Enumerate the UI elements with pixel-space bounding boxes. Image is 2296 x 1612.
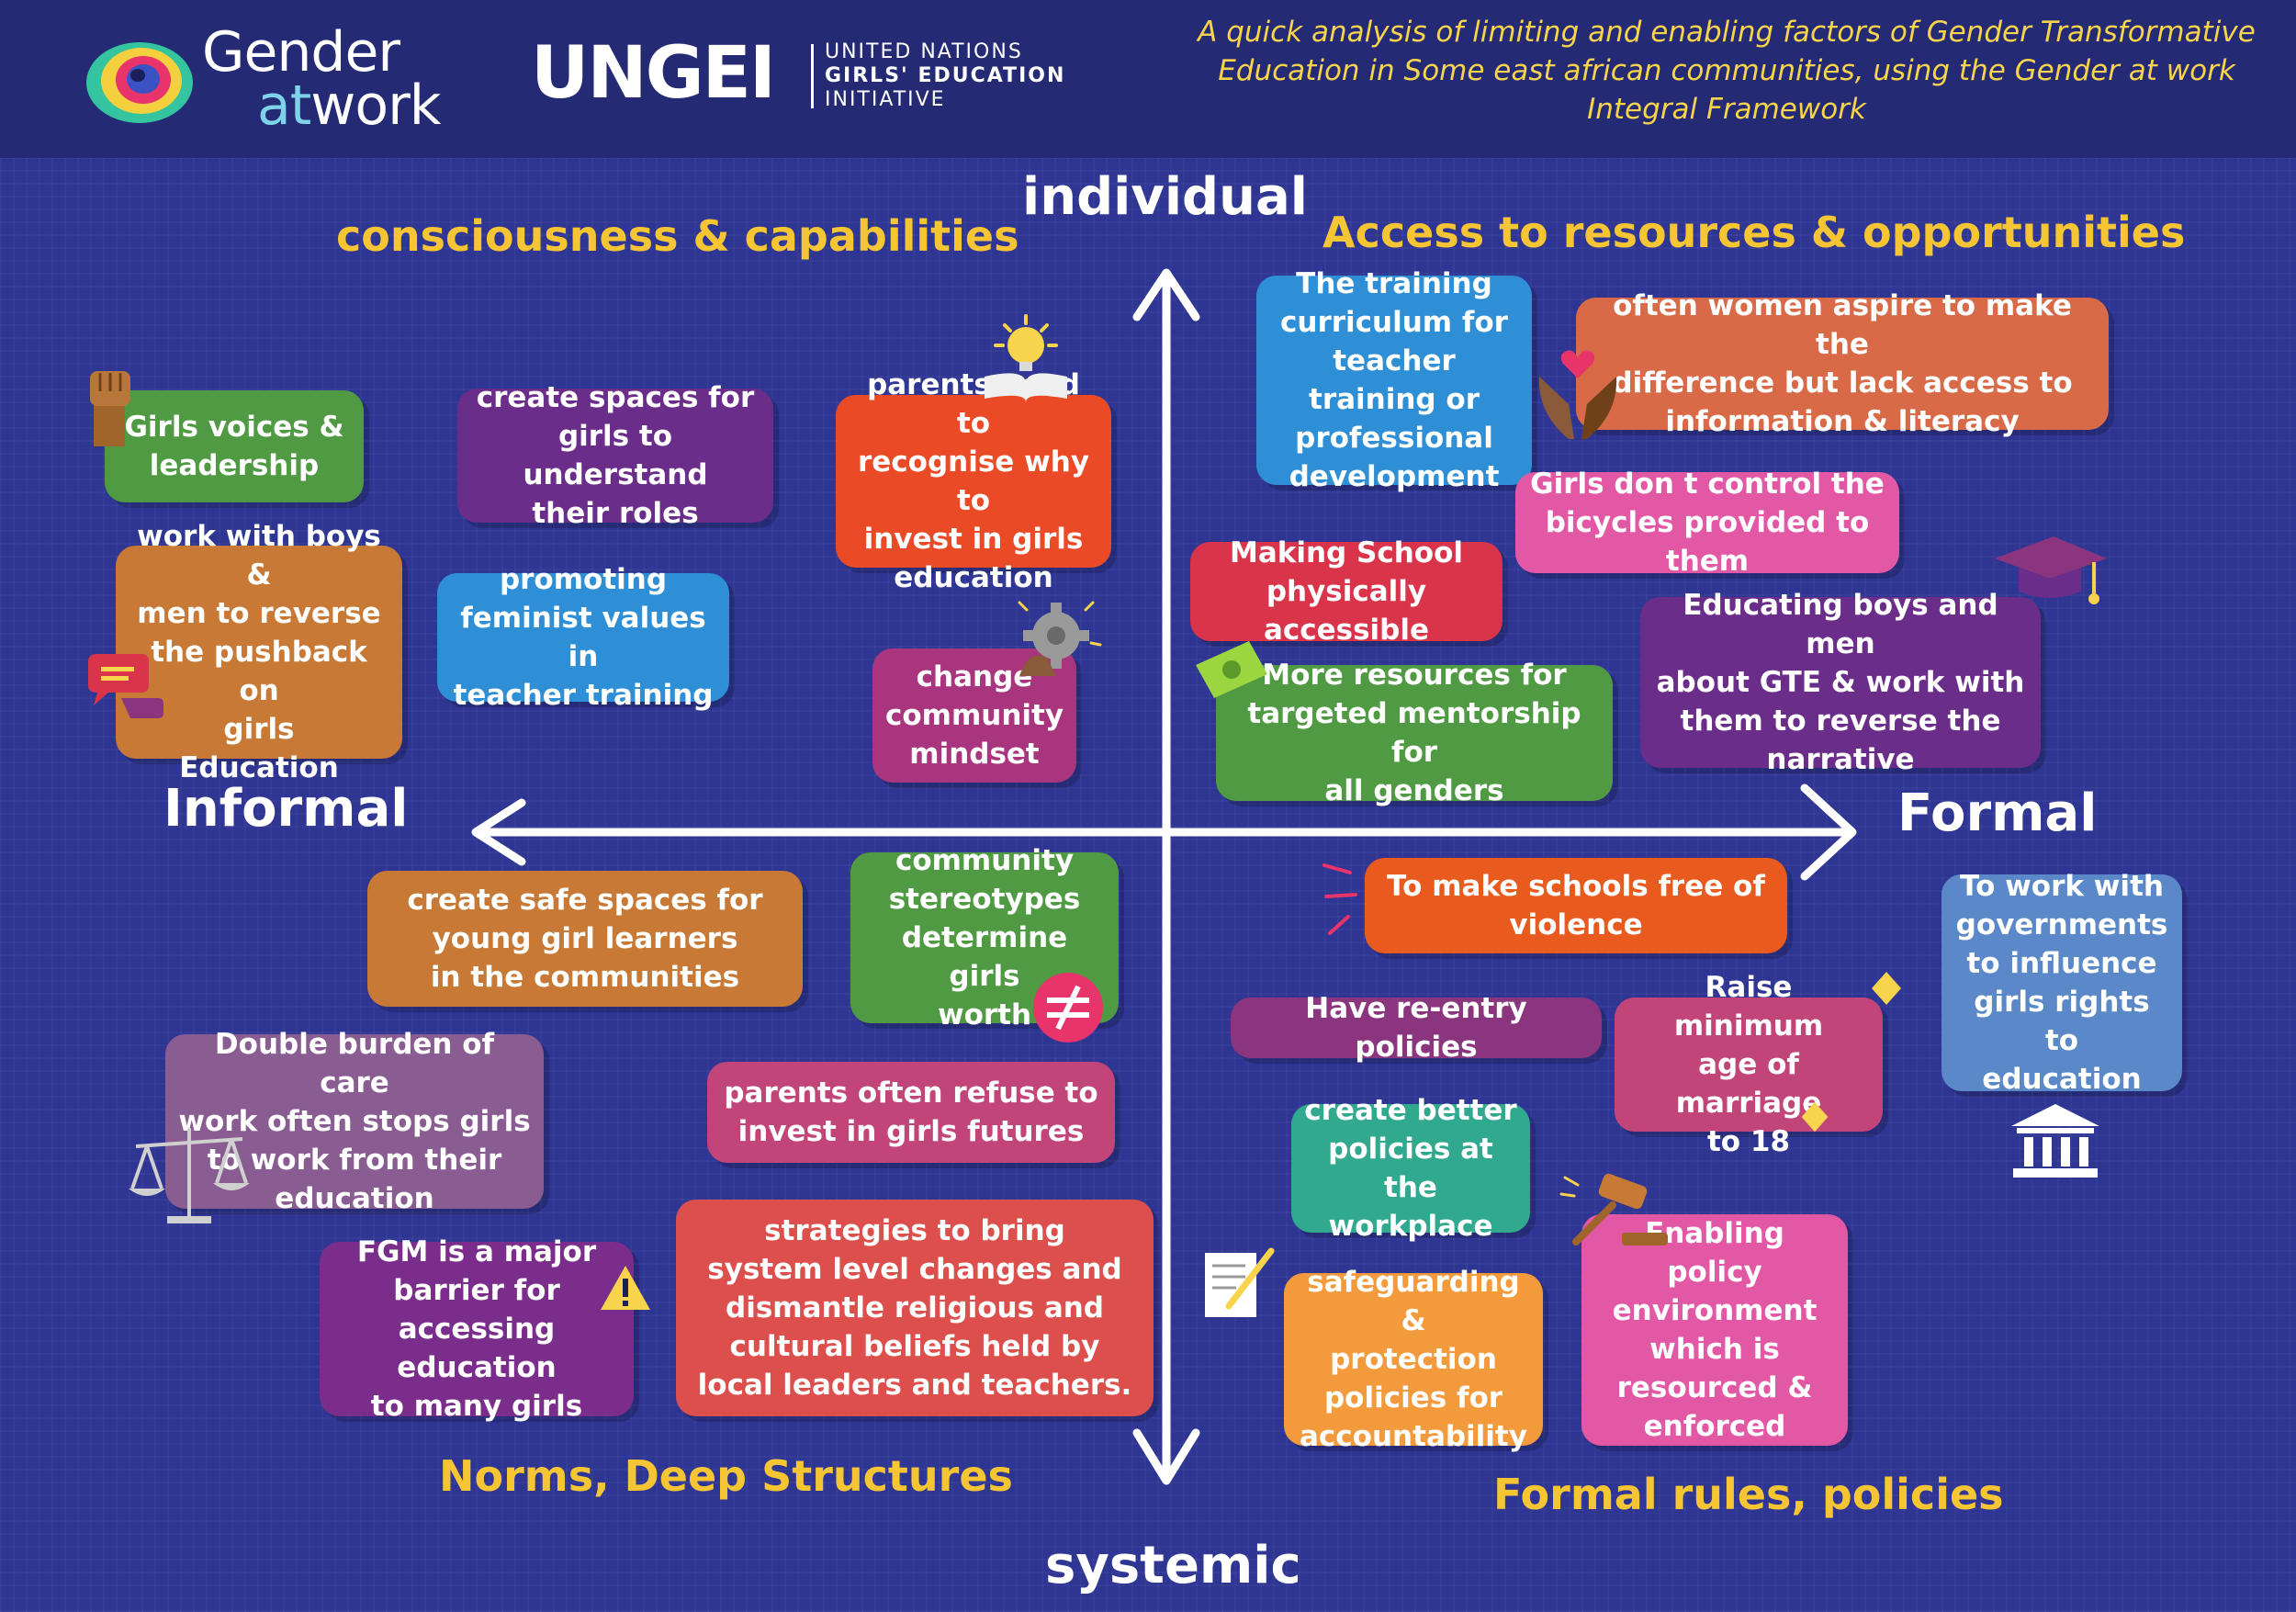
note-promoting-feminist: promoting feminist values in teacher tra… [437,563,729,712]
raised-fist-icon [90,371,130,446]
note-marriage-age: Raise minimum age of marriage to 18 [1615,971,1883,1158]
ungei-line-2: GIRLS' EDUCATION [825,64,1066,87]
gender-at-work-wordmark: Gender atwork [202,25,442,133]
ungei-wordmark: UNGEI [531,32,776,115]
note-workplace: create better policies at the workplace [1291,1094,1530,1243]
ungei-subtitle: UNITED NATIONS GIRLS' EDUCATION INITIATI… [825,40,1065,112]
quadrant-title-formal-rules: Formal rules, policies [1493,1470,2004,1519]
gavel-icon [1559,1173,1668,1246]
note-reentry: Have re-entry policies [1231,992,1602,1064]
note-educating-boys: Educating boys and men about GTE & work … [1640,589,2041,776]
logo-gender-text: Gender [202,20,400,85]
quadrant-title-access: Access to resources & opportunities [1322,208,2186,257]
government-building-icon [2011,1104,2099,1178]
ungei-logo: UNGEI UNITED NATIONS GIRLS' EDUCATION IN… [531,35,1082,118]
axis-label-individual: individual [1022,167,1308,227]
vertical-axis-arrow-top [1132,268,1200,321]
lightbulb-book-icon [985,314,1067,402]
diamond-sparkle-icon [1801,1101,1829,1133]
note-enabling-policy: Enabling policy environment which is res… [1581,1214,1848,1446]
axis-label-informal: Informal [163,779,409,839]
note-strategies: strategies to bring system level changes… [676,1200,1154,1416]
header-bar: Gender atwork UNGEI UNITED NATIONS GIRLS… [0,0,2296,158]
diamond-sparkle-icon [1872,972,1901,1005]
graduation-cap-icon [1995,536,2107,604]
note-parents-refuse: parents often refuse to invest in girls … [707,1062,1115,1163]
not-equal-icon [1033,973,1103,1043]
gear-hand-icon [1018,601,1102,676]
vertical-axis-arrow-bottom [1132,1428,1200,1485]
note-double-burden: Double burden of care work often stops g… [165,1028,544,1215]
speech-bubbles-icon [88,654,163,718]
note-school-accessible: Making School physically accessible [1190,536,1503,647]
scales-of-justice-icon [129,1128,250,1223]
note-training-curriculum: The training curriculum for teacher trai… [1256,267,1532,493]
note-fgm: FGM is a major barrier for accessing edu… [320,1235,634,1423]
gender-at-work-logo: Gender atwork [84,20,489,133]
note-violence-free: To make schools free of violence [1365,858,1787,953]
axis-label-formal: Formal [1897,783,2098,843]
note-bicycles: Girls don t control the bicycles provide… [1515,468,1899,578]
hands-heart-icon [1538,350,1617,439]
quadrant-title-norms: Norms, Deep Structures [439,1451,1013,1501]
note-safeguarding: safeguarding & protection policies for a… [1284,1266,1543,1453]
logo-at-text: at [257,73,311,138]
quadrant-title-consciousness: consciousness & capabilities [336,211,1019,261]
axis-label-systemic: systemic [1045,1536,1301,1595]
note-stereotypes: community stereotypes determine girls wo… [850,844,1119,1031]
gender-at-work-logo-mark [86,42,193,123]
infographic-title: A quick analysis of limiting and enablin… [1198,16,2256,126]
warning-icon [601,1266,650,1310]
ungei-line-3: INITIATIVE [825,88,946,111]
horizontal-axis-arrow-right [1800,783,1857,881]
logo-work-text: work [310,73,441,138]
note-work-with-boys: work with boys & men to reverse the push… [116,520,402,784]
ungei-divider [811,44,814,108]
money-icon [1196,641,1267,698]
note-parents-recognise: parents need to recognise why to invest … [836,368,1111,594]
note-governments: To work with governments to influence gi… [1941,870,2182,1096]
note-women-aspire: often women aspire to make the differenc… [1576,289,2109,438]
note-safe-spaces: create safe spaces for young girl learne… [367,871,803,1007]
pen-and-paper-icon [1205,1247,1275,1317]
ungei-line-1: UNITED NATIONS [825,40,1023,63]
horizontal-axis-arrow-left [471,798,526,866]
note-girls-voices: Girls voices & leadership [105,390,364,502]
note-create-spaces-roles: create spaces for girls to understand th… [457,381,773,530]
sparkle-lines-icon [1322,863,1357,935]
note-mentorship: More resources for targeted mentorship f… [1216,659,1613,807]
